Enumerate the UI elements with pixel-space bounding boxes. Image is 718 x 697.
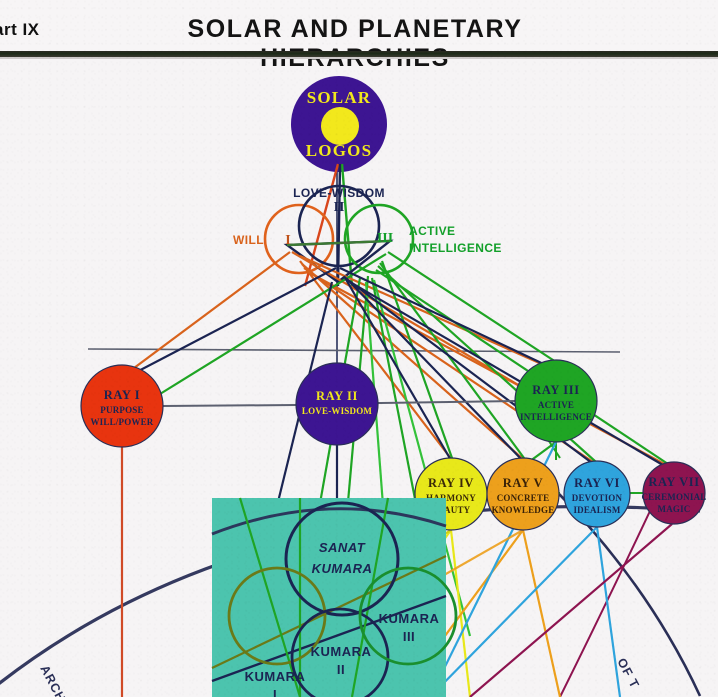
kumara-2-label-line2: II [337, 662, 345, 677]
kumara-1-label-line1: KUMARA [245, 669, 306, 684]
header-divider-secondary [0, 57, 718, 59]
kumara-olive-lines [211, 555, 447, 669]
active-intelligence-label-line1: ACTIVE [409, 224, 455, 238]
kumara-2-circle[interactable] [290, 607, 390, 697]
kumara-region: SANAT KUMARA KUMARA I KUMARA II KUMARA I… [211, 497, 458, 697]
solar-logos-label-bottom: LOGOS [306, 141, 372, 160]
chart-header: art IX SOLAR AND PLANETARY HIERARCHIES [0, 0, 718, 72]
love-wisdom-numeral: II [334, 200, 345, 215]
will-numeral: I [285, 233, 290, 248]
kumara-1-label-line2: I [273, 687, 277, 697]
will-label: WILL [233, 233, 264, 247]
arc-label-left: ARCHY [37, 663, 73, 697]
solar-logos-label-top: SOLAR [307, 88, 372, 107]
ray-6-sphere [563, 460, 631, 528]
hierarchy-diagram: SOLAR LOGOS I II III WILL LOVE-WISDOM AC… [0, 76, 706, 697]
solar-logos-node[interactable]: SOLAR LOGOS [291, 76, 387, 172]
will-circle[interactable] [263, 203, 335, 275]
ray-2-sphere [295, 362, 379, 446]
ray-3-sphere [514, 359, 598, 443]
kumara-3-circle[interactable] [358, 566, 458, 666]
active-intelligence-label-line2: INTELLIGENCE [409, 241, 502, 255]
chart-number-label: art IX [0, 20, 40, 39]
ray-5-sphere [486, 457, 560, 531]
ray-connection-lines [124, 251, 669, 677]
sanat-kumara-label-line1: SANAT [319, 540, 366, 555]
sanat-kumara-label-line2: KUMARA [312, 561, 373, 576]
solar-logos-core [321, 107, 359, 145]
kumara-2-label-line1: KUMARA [311, 644, 372, 659]
kumara-3-label-line2: III [403, 629, 415, 644]
ray-7-sphere [642, 461, 706, 525]
kumara-diagonals [211, 594, 447, 683]
kumara-arcs [211, 507, 447, 536]
love-wisdom-circle[interactable] [297, 184, 381, 268]
active-intelligence-numeral: III [377, 231, 393, 246]
ray-1-sphere [80, 364, 164, 448]
kumara-3-label-line1: KUMARA [379, 611, 440, 626]
love-wisdom-label: LOVE-WISDOM [293, 186, 385, 200]
kumara-1-circle[interactable] [227, 566, 327, 666]
sanat-kumara-circle[interactable] [284, 501, 400, 617]
header-divider [0, 51, 718, 57]
